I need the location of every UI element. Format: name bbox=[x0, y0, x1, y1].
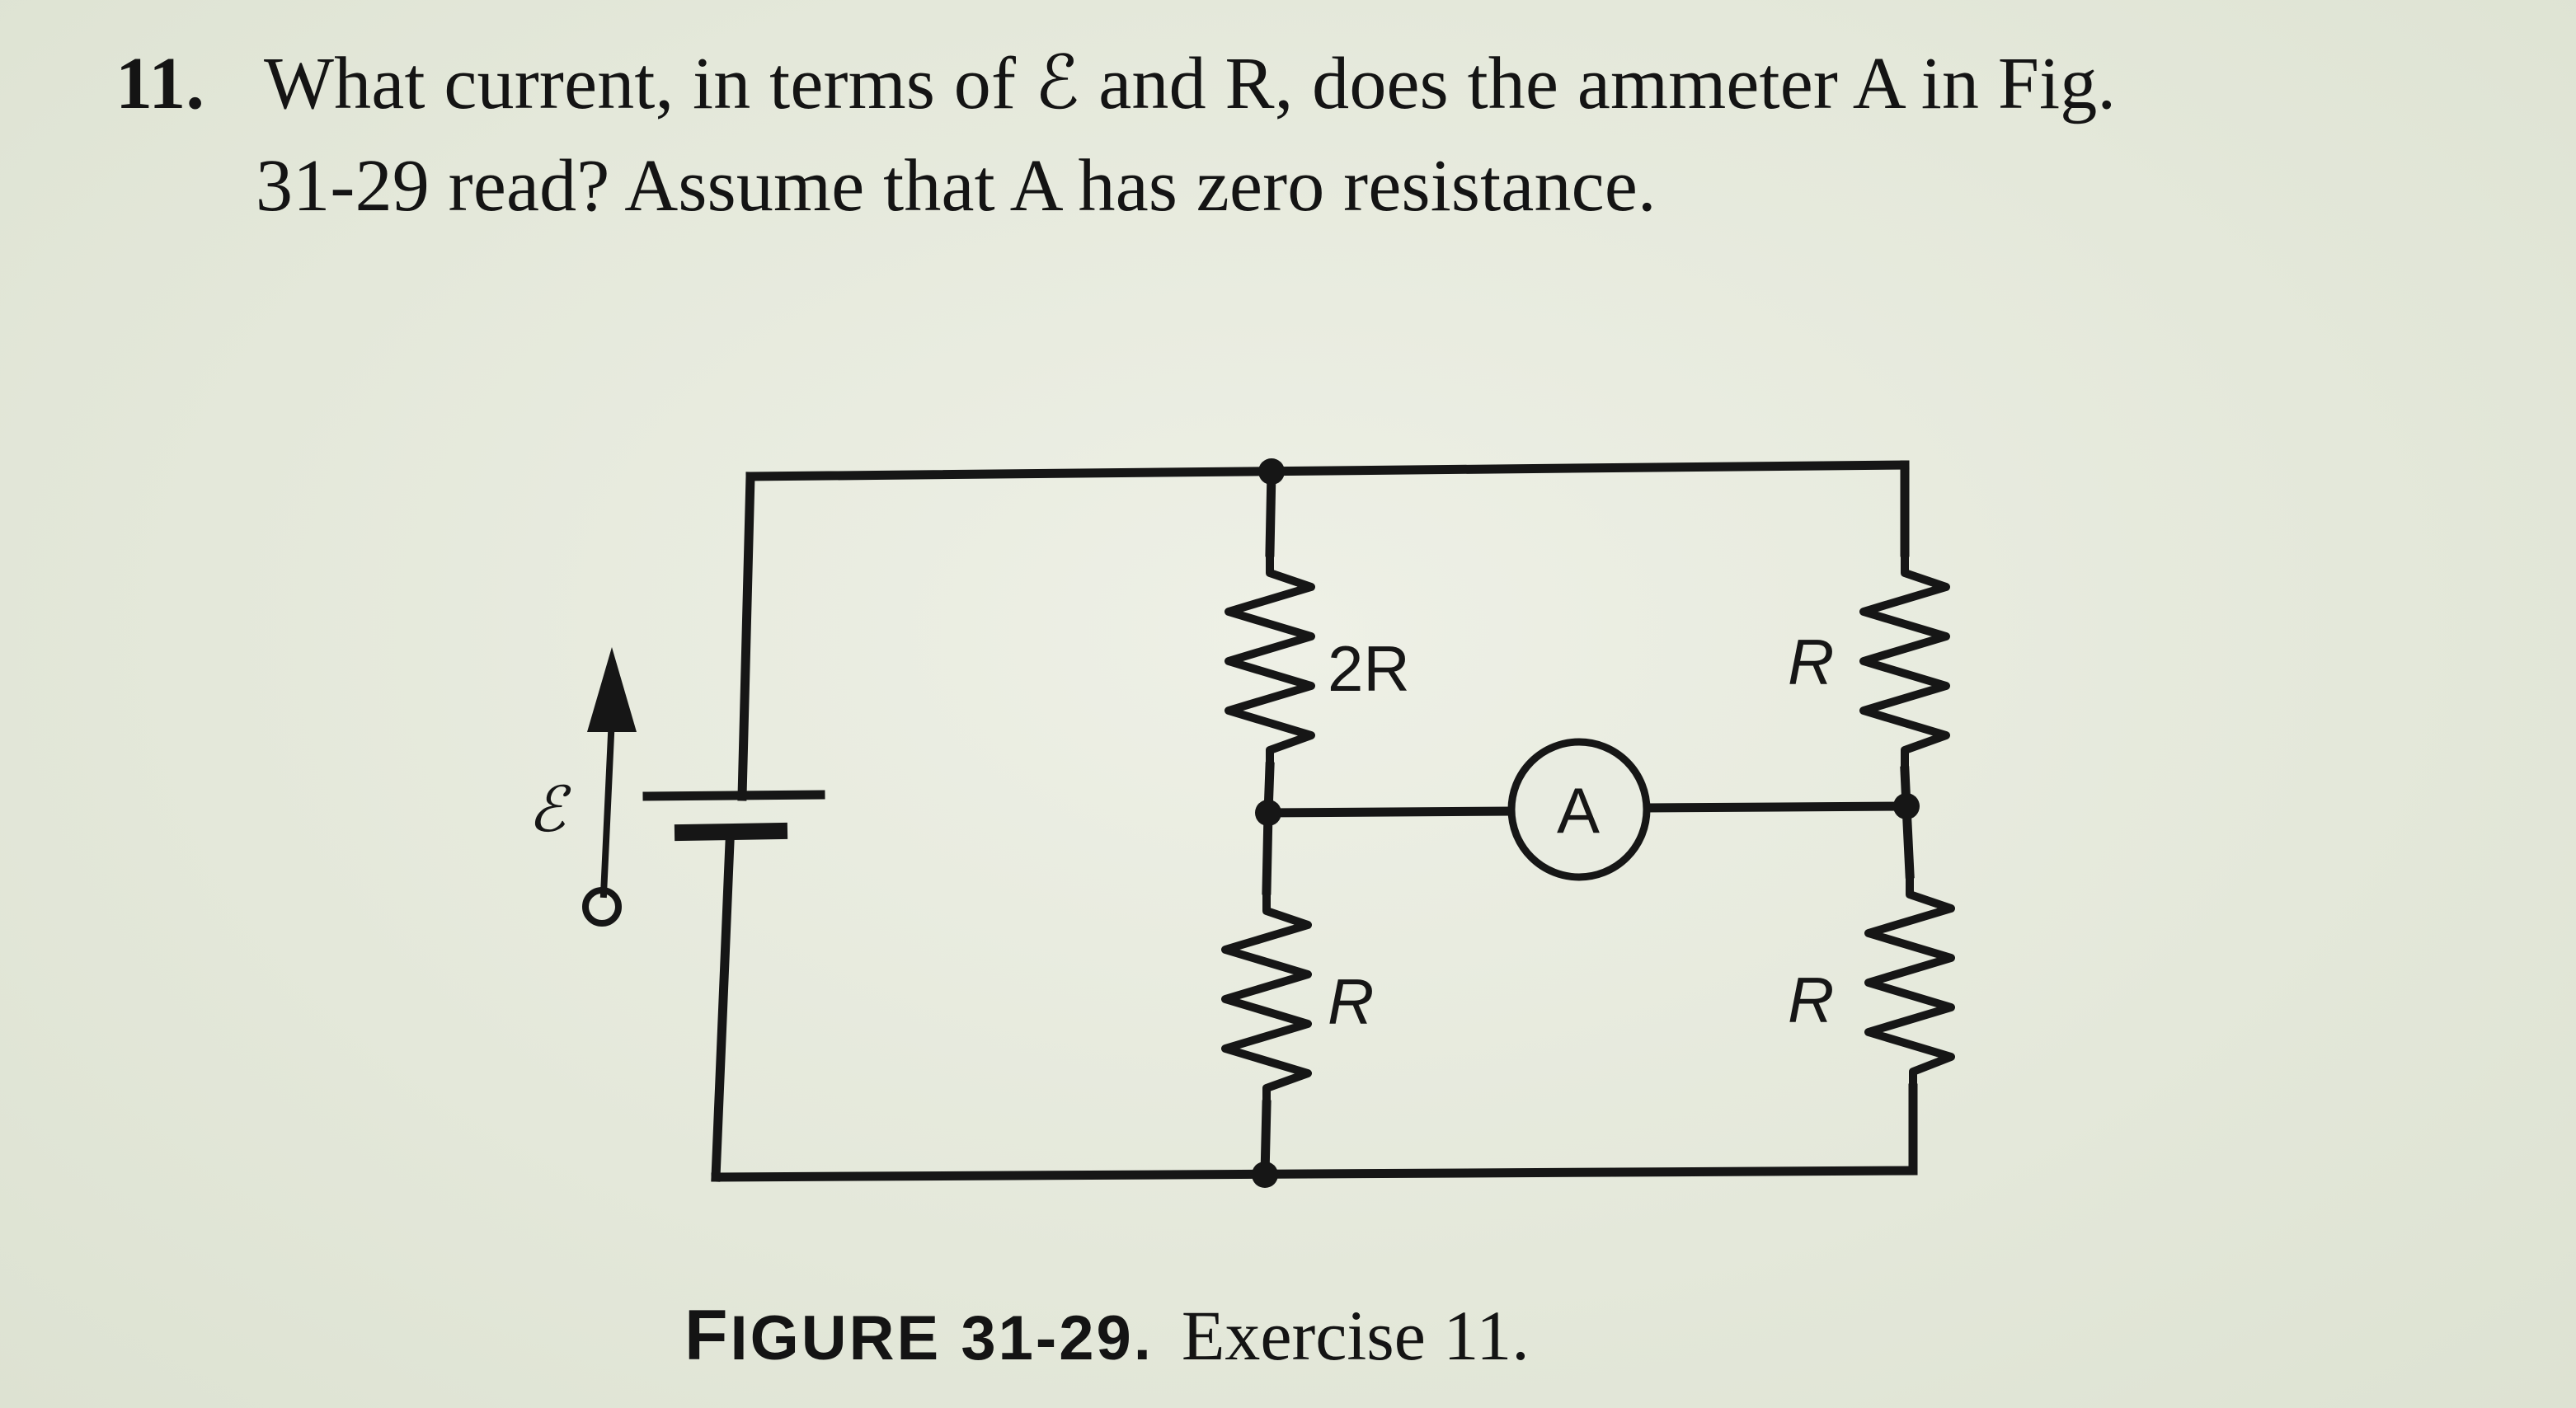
node-mid-right bbox=[1893, 793, 1920, 819]
label-r-top-right: R bbox=[1788, 626, 1834, 698]
problem-text-2: 31-29 read? Assume that A has zero resis… bbox=[256, 145, 1657, 227]
problem-line-1: 11. What current, in terms of ℰ and R, do… bbox=[115, 33, 2507, 135]
emf-arrow-shaft bbox=[599, 713, 616, 899]
resistor-r-top-right bbox=[1859, 552, 1950, 771]
ammeter-label: A bbox=[1557, 774, 1600, 847]
resistor-2r bbox=[1225, 552, 1315, 767]
emf-label: ℰ bbox=[528, 776, 571, 845]
ammeter-circle bbox=[1507, 738, 1651, 881]
node-mid-left bbox=[1255, 800, 1281, 826]
battery-long-plate bbox=[642, 790, 825, 801]
problem-statement: 11. What current, in terms of ℰ and R, do… bbox=[115, 33, 2507, 237]
figure-label: IGURE 31-29. bbox=[730, 1303, 1154, 1373]
label-r-bottom-left: R bbox=[1328, 965, 1374, 1038]
label-r-bottom-right: R bbox=[1788, 964, 1834, 1036]
resistor-r-bottom-left bbox=[1221, 890, 1312, 1105]
resistor-r-bottom-right bbox=[1864, 874, 1955, 1088]
label-2r: 2R bbox=[1328, 632, 1410, 705]
figure-label-initial: F bbox=[684, 1296, 731, 1375]
problem-text-1: What current, in terms of ℰ and R, does … bbox=[264, 43, 2117, 124]
bottom-wire bbox=[711, 1166, 1918, 1182]
center-wire-top bbox=[1265, 467, 1276, 557]
exercise-label: Exercise 11. bbox=[1181, 1296, 1530, 1375]
top-wire bbox=[745, 460, 1910, 481]
problem-line-2: 31-29 read? Assume that A has zero resis… bbox=[115, 135, 2507, 237]
node-bottom-center bbox=[1252, 1162, 1278, 1188]
battery-short-plate bbox=[674, 822, 788, 842]
ammeter-wire-left bbox=[1263, 806, 1516, 818]
left-wire-lower bbox=[711, 838, 735, 1182]
ammeter-wire-right bbox=[1643, 801, 1911, 813]
figure-caption: FIGURE 31-29. Exercise 11. bbox=[684, 1294, 1530, 1377]
left-wire-upper bbox=[737, 472, 755, 801]
node-top-center bbox=[1258, 458, 1285, 485]
problem-number: 11. bbox=[115, 43, 205, 124]
emf-arrow-head bbox=[587, 647, 637, 732]
emf-terminal bbox=[582, 887, 622, 927]
